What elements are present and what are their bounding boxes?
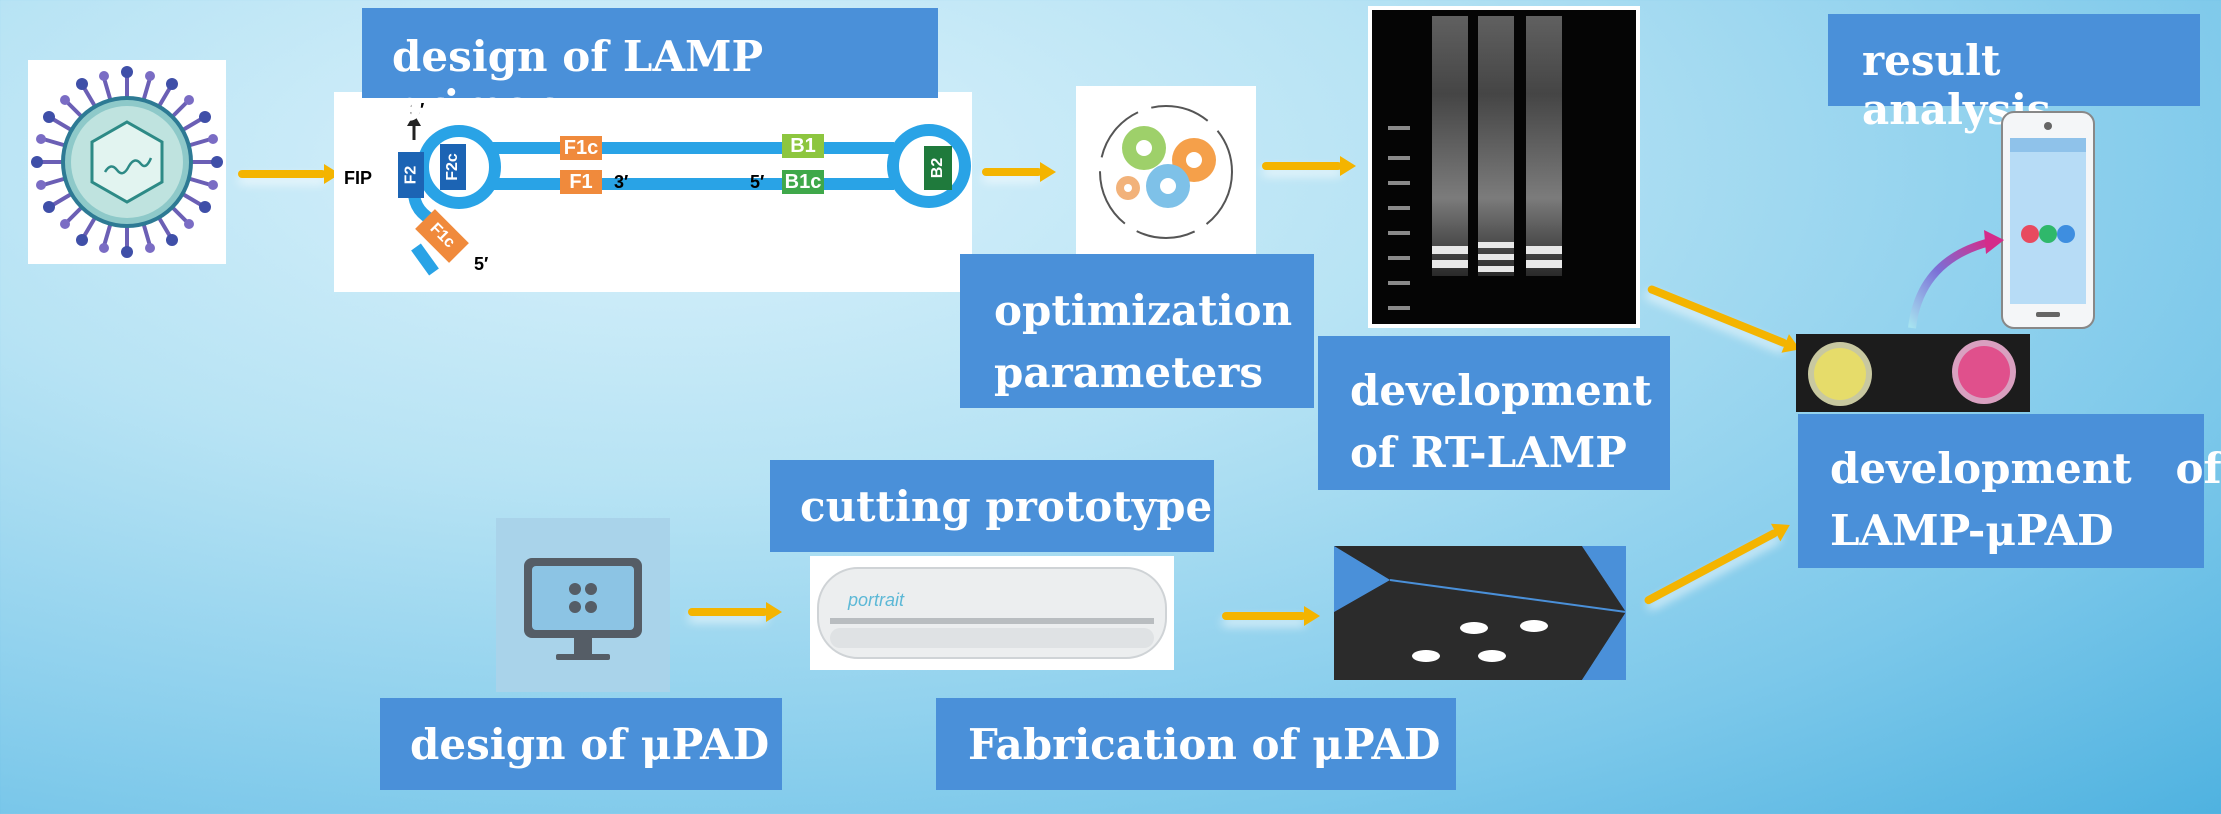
cutter-machine-icon: [817, 567, 1167, 659]
primer-f2c-box: F2c: [440, 144, 466, 190]
primer-3prime-top: 3′: [410, 100, 425, 120]
optimization-text-line2: parameters: [994, 348, 1263, 397]
fabrication-upad-label: Fabrication of μPAD: [936, 698, 1456, 790]
primer-b1-box: B1: [782, 134, 824, 158]
cutter-brand-text: portrait: [848, 590, 905, 610]
primer-f2-box: F2: [398, 152, 424, 198]
lamp-upad-text-line1: development of: [1830, 444, 2221, 493]
arrow-virus-to-primer: [238, 164, 340, 184]
primer-f1c-text: F1c: [563, 136, 599, 159]
lamp-upad-text-line2: LAMP-μPAD: [1830, 506, 2114, 555]
upad-result-photo: [1796, 334, 2030, 412]
virus-icon: [31, 66, 223, 258]
optimization-text-line1: optimization: [994, 286, 1293, 335]
cutter-machine-panel: portrait: [810, 556, 1174, 670]
arrow-fabrication-to-upad: [1643, 528, 1780, 606]
gel-image: [1368, 6, 1640, 328]
cutting-prototype-label: cutting prototype: [770, 460, 1214, 552]
monitor-icon: [524, 558, 642, 660]
primer-b1c-text: B1c: [784, 170, 822, 193]
result-analysis-label: result analysis: [1828, 14, 2200, 134]
arrow-optimization-to-gel: [1262, 156, 1356, 176]
primer-b1-text: B1: [790, 134, 816, 157]
cutting-prototype-text: cutting prototype: [800, 482, 1213, 531]
fabrication-upad-text: Fabrication of μPAD: [968, 720, 1441, 769]
curved-arrow-icon: [1908, 230, 2004, 329]
gears-panel: [1076, 86, 1256, 258]
primer-f2c-text: F2c: [444, 153, 462, 181]
arrow-cutter-to-fabrication: [1222, 606, 1320, 626]
primer-f1c-box: F1c: [560, 136, 602, 160]
primer-f1-text: F1: [569, 170, 593, 193]
primer-b2-text: B2: [928, 157, 946, 179]
fabricated-upad-image: [1334, 546, 1627, 680]
primer-f1-box: F1: [560, 170, 602, 194]
primer-3prime-mid: 3′: [614, 172, 629, 192]
primer-design-text: design of LAMP primer: [392, 32, 764, 130]
virus-panel: [28, 60, 226, 264]
arrow-primer-to-optimization: [982, 162, 1056, 182]
arrow-design-to-cutter: [688, 602, 782, 622]
fabricated-upad-device: [1334, 546, 1627, 680]
primer-b1c-box: B1c: [782, 170, 824, 194]
monitor-panel: [496, 518, 670, 692]
rt-lamp-label: development of RT-LAMP: [1318, 336, 1670, 490]
design-upad-text: design of μPAD: [410, 720, 770, 769]
optimization-label: optimization parameters: [960, 254, 1314, 408]
primer-fip-label: FIP: [344, 168, 373, 188]
design-upad-label: design of μPAD: [380, 698, 782, 790]
primer-design-label: design of LAMP primer: [362, 8, 938, 130]
primer-5prime-bottom: 5′: [474, 254, 489, 274]
rt-lamp-text-line2: of RT-LAMP: [1350, 428, 1627, 477]
primer-5prime-mid: 5′: [750, 172, 765, 192]
primer-b2-box: B2: [924, 146, 952, 190]
lamp-upad-label: development of LAMP-μPAD: [1798, 414, 2221, 568]
smartphone-icon: [2000, 110, 2096, 330]
primer-f2-text: F2: [401, 165, 419, 185]
rt-lamp-text-line1: development: [1350, 366, 1652, 415]
gel-electrophoresis: [1372, 10, 1636, 324]
gears-icon: [1099, 105, 1233, 239]
